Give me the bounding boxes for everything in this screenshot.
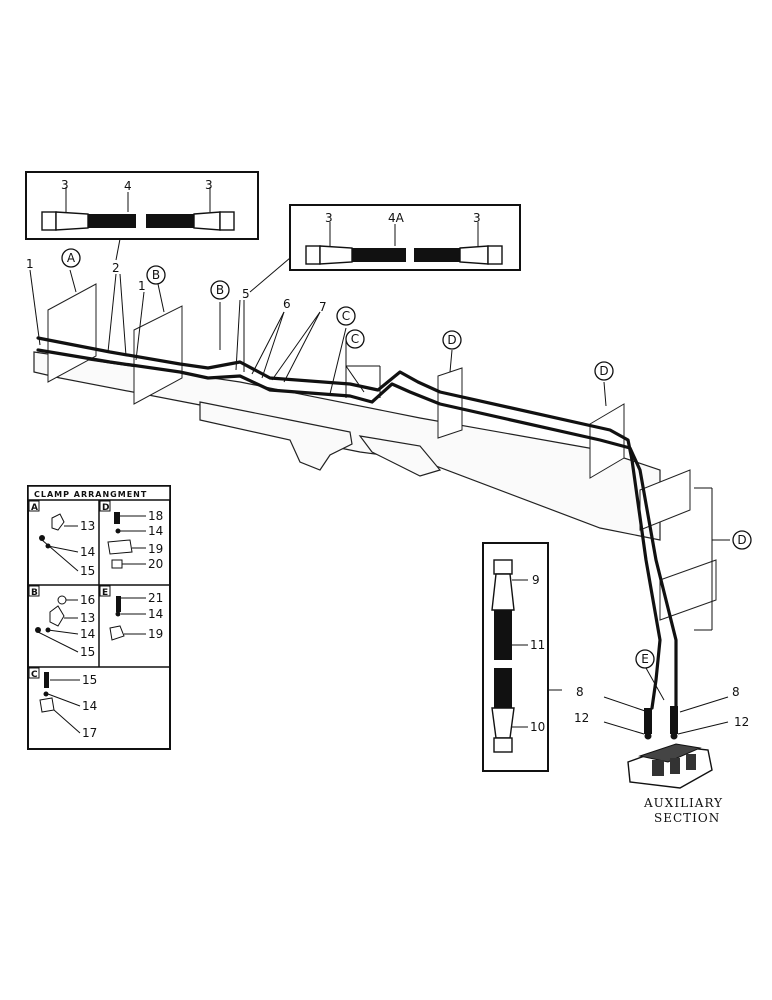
clamp-c-label: C <box>31 670 38 680</box>
auxiliary-section-caption-line1: AUXILIARY <box>643 796 723 810</box>
hydraulic-tubes <box>36 336 678 710</box>
callout-12b: 12 <box>734 715 749 729</box>
clamp-circle-e: E <box>641 652 649 666</box>
clamp-a-part-14: 14 <box>80 545 95 559</box>
clamp-circle-d1: D <box>447 333 456 347</box>
hose-4-left-part: 3 <box>61 178 69 192</box>
clamp-a-part-13: 13 <box>80 519 95 533</box>
part-callouts: 1 2 1 5 6 7 8 8 12 12 <box>26 257 749 729</box>
clamp-b-label: B <box>31 588 38 598</box>
clamp-d-part-14: 14 <box>148 524 163 538</box>
clamp-a-part-15: 15 <box>80 564 95 578</box>
clamp-circle-d2: D <box>599 364 608 378</box>
callout-8a: 8 <box>576 685 584 699</box>
hose-4-center-part: 4 <box>124 179 132 193</box>
clamp-d-part-19: 19 <box>148 542 163 556</box>
hose-4-inset: 3 4 3 <box>25 171 259 240</box>
auxiliary-valve <box>627 706 713 789</box>
clamp-c-part-14: 14 <box>82 699 97 713</box>
clamp-b-part-16: 16 <box>80 593 95 607</box>
fitting-part-11: 11 <box>530 638 545 652</box>
clamp-circle-c2: C <box>351 332 359 346</box>
clamp-b-part-15: 15 <box>80 645 95 659</box>
hose-4-right-part: 3 <box>205 178 213 192</box>
auxiliary-section-caption-line2: SECTION <box>654 811 720 825</box>
hose-4a-center-part: 4A <box>388 211 405 225</box>
fitting-inset: 9 11 10 <box>482 542 562 772</box>
clamp-arrangement-table: CLAMP ARRANGMENT A 13 14 15 D 18 14 19 2… <box>27 485 171 750</box>
clamp-c-part-15: 15 <box>82 673 97 687</box>
callout-1b: 1 <box>138 279 146 293</box>
callout-1a: 1 <box>26 257 34 271</box>
callout-12a: 12 <box>574 711 589 725</box>
hose-4a-right-part: 3 <box>473 211 481 225</box>
clamp-d-part-18: 18 <box>148 509 163 523</box>
clamp-circle-d3: D <box>737 533 746 547</box>
clamp-b-part-14: 14 <box>80 627 95 641</box>
clamp-c-part-17: 17 <box>82 726 97 740</box>
clamp-table-header: CLAMP ARRANGMENT <box>34 490 147 499</box>
clamp-circle-b1: B <box>152 268 160 282</box>
clamp-e-part-21: 21 <box>148 591 163 605</box>
machine-frame <box>33 351 661 541</box>
clamp-e-part-19: 19 <box>148 627 163 641</box>
callout-5: 5 <box>242 287 250 301</box>
clamp-d-label: D <box>102 503 109 513</box>
clamp-e-label: E <box>102 588 108 598</box>
callout-7: 7 <box>319 300 327 314</box>
hose-4a-inset: 3 4A 3 <box>289 204 521 271</box>
fitting-part-9: 9 <box>532 573 540 587</box>
clamp-letter-circles: A B B C C D D D E <box>61 248 752 669</box>
clamp-b-part-13: 13 <box>80 611 95 625</box>
callout-2: 2 <box>112 261 120 275</box>
clamp-circle-b2: B <box>216 283 224 297</box>
clamp-circle-a: A <box>67 251 76 265</box>
clamp-d-part-20: 20 <box>148 557 163 571</box>
fitting-part-10: 10 <box>530 720 545 734</box>
hose-4a-left-part: 3 <box>325 211 333 225</box>
callout-6: 6 <box>283 297 291 311</box>
callout-8b: 8 <box>732 685 740 699</box>
leader-lines <box>29 269 730 735</box>
clamp-circle-c1: C <box>342 309 350 323</box>
clamp-e-part-14: 14 <box>148 607 163 621</box>
clamp-a-label: A <box>31 503 38 513</box>
